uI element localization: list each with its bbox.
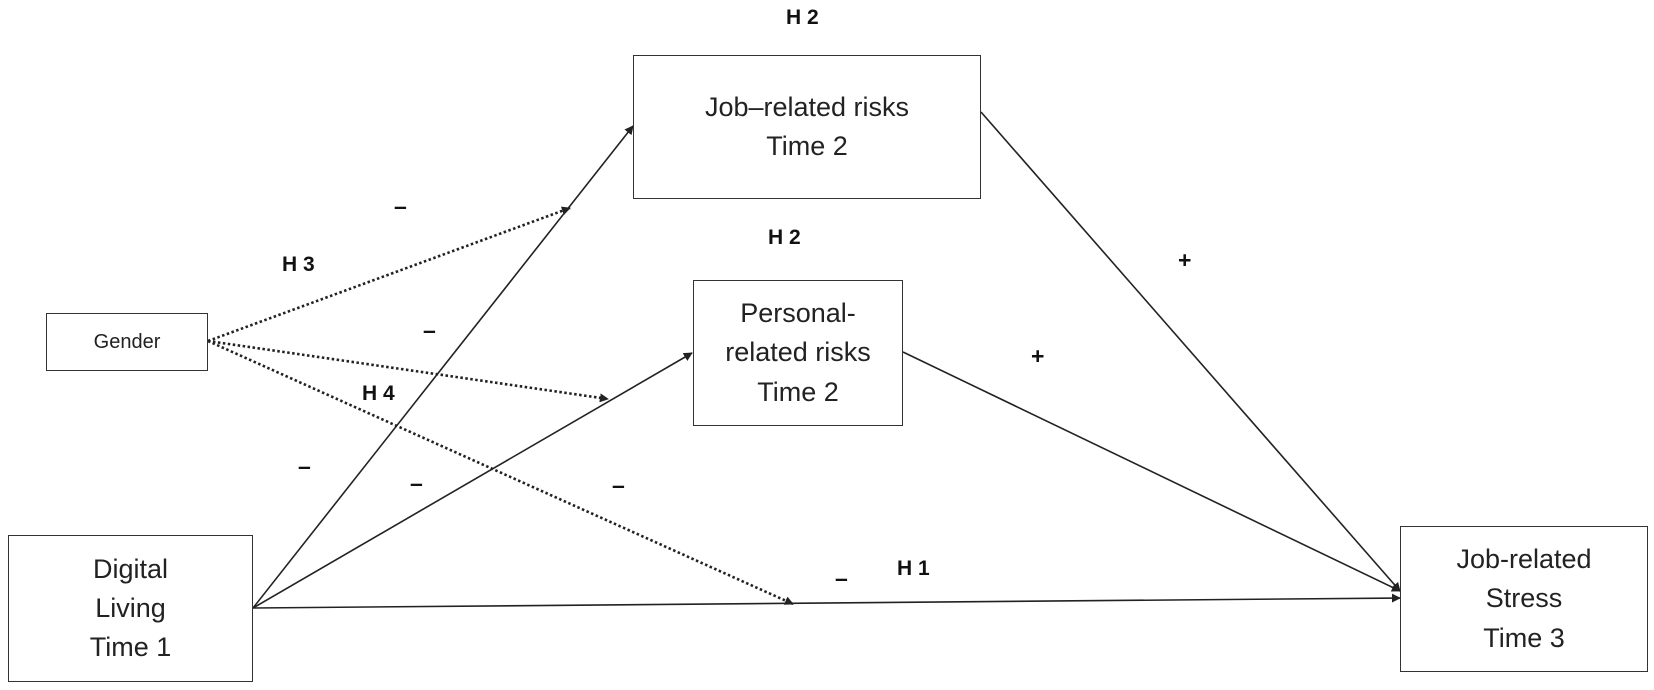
hypothesis-label-h4: H 4	[362, 382, 395, 405]
sign-gender-to-personal-risks: –	[423, 317, 436, 343]
arrow-job-risks-to-stress	[980, 111, 1401, 592]
sign-gender-to-job-risks: –	[394, 193, 407, 219]
moderation-gender-to-h2-personal	[207, 339, 609, 403]
hypothesis-label-h1: H 1	[897, 557, 930, 580]
node-job-related-risks-label: Job–related risks Time 2	[704, 91, 910, 161]
moderation-gender-to-h3	[207, 206, 571, 343]
moderation-gender-to-h1	[207, 339, 794, 606]
node-personal-related-risks: Personal- related risks Time 2	[693, 280, 903, 426]
arrow-digital-to-job-risks	[252, 125, 634, 609]
sign-gender-to-main-path: –	[612, 472, 625, 498]
node-gender-label: Gender	[93, 330, 161, 353]
sign-digital-to-personal-risks: –	[410, 470, 423, 496]
sign-job-risks-to-stress: +	[1178, 247, 1192, 273]
sign-personal-risks-to-stress: +	[1031, 343, 1045, 369]
hypothesis-label-h3: H 3	[282, 253, 315, 276]
node-digital-living-label: Digital Living Time 1	[89, 553, 172, 663]
hypothesis-label-h2-middle: H 2	[768, 226, 801, 249]
hypothesis-label-h2-top: H 2	[786, 6, 819, 29]
node-job-related-stress-label: Job-related Stress Time 3	[1456, 544, 1592, 653]
node-gender: Gender	[46, 313, 208, 371]
node-digital-living: Digital Living Time 1	[8, 535, 253, 682]
node-job-related-risks: Job–related risks Time 2	[633, 55, 981, 199]
arrow-digital-to-personal-risks	[252, 352, 693, 609]
sign-digital-to-stress: –	[835, 565, 848, 591]
arrow-digital-to-stress	[252, 593, 1401, 609]
sign-digital-to-job-risks: –	[298, 453, 311, 479]
arrow-personal-risks-to-stress	[902, 351, 1401, 592]
node-personal-related-risks-label: Personal- related risks Time 2	[725, 298, 871, 407]
node-job-related-stress: Job-related Stress Time 3	[1400, 526, 1648, 672]
